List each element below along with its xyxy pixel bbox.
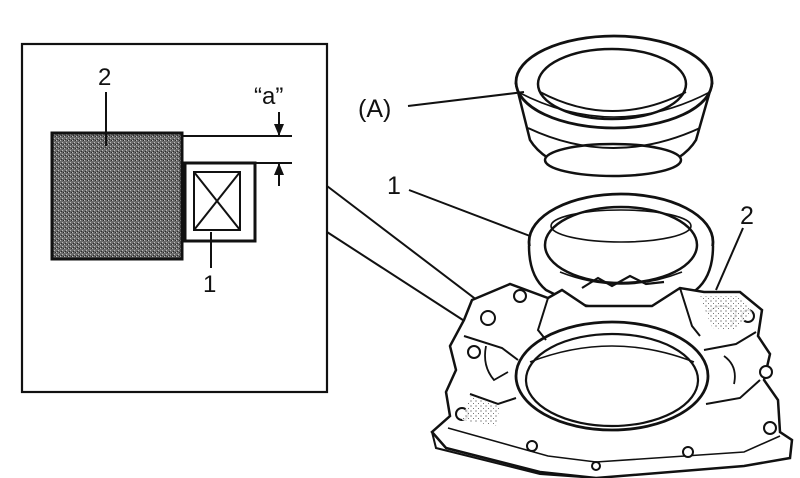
label-tool-a: (A) <box>358 95 391 123</box>
housing-pocket-left <box>484 345 509 382</box>
seal-lip-ring <box>550 209 692 243</box>
oil-seal-1: 1 <box>387 172 715 312</box>
housing-rib-right-mid <box>703 331 757 351</box>
dimension-arrowhead-bottom <box>274 163 284 175</box>
bolt-hole <box>763 421 777 435</box>
tool-flange-shadow <box>527 127 701 149</box>
bolt-hole <box>759 365 773 379</box>
dimension-arrowhead-top <box>274 124 284 136</box>
cover-section-block <box>50 131 184 261</box>
leader-line-cover-2 <box>715 227 744 291</box>
housing-rib-left-low <box>469 393 517 406</box>
housing-pocket-right <box>723 355 736 385</box>
bolt-hole <box>591 461 601 471</box>
label-detail-part-2: 2 <box>98 64 111 91</box>
leader-line-seal-1 <box>408 189 531 237</box>
bolt-hole <box>513 289 527 303</box>
tool-top-inner <box>536 47 688 121</box>
housing-shading <box>462 396 500 426</box>
bolt-hole <box>467 345 481 359</box>
label-cover-2: 2 <box>740 202 754 230</box>
housing-shading <box>700 296 752 330</box>
housing-rib-right-low <box>705 379 761 405</box>
tool-bore-shadow <box>539 91 687 112</box>
label-gap-a: “a” <box>254 83 283 110</box>
seal-inner-top <box>543 205 699 285</box>
seal-cross-line-2 <box>193 171 241 231</box>
housing-rib-left-top <box>536 297 549 341</box>
housing-rib-right-top <box>679 287 701 337</box>
housing-bore-inner <box>524 332 700 428</box>
housing-rib-left-mid <box>463 335 519 361</box>
label-seal-1: 1 <box>387 172 401 200</box>
leader-line-tool-a <box>407 91 525 107</box>
bolt-hole <box>682 446 694 458</box>
label-detail-part-1: 1 <box>203 271 216 298</box>
housing-bottom-edge <box>431 431 597 478</box>
seal-inner-shadow <box>559 271 683 285</box>
seal-housing-2: 2 <box>430 202 794 478</box>
tool-rim-edge <box>517 91 711 118</box>
detail-inset: 2 1 “a” <box>20 42 329 394</box>
installer-tool-a: (A) <box>358 34 714 178</box>
bolt-hole <box>480 310 496 326</box>
tool-bottom-lip <box>543 142 683 178</box>
housing-bore-depth <box>529 345 695 363</box>
seal-inner-detail <box>581 274 665 289</box>
bolt-hole <box>526 440 538 452</box>
